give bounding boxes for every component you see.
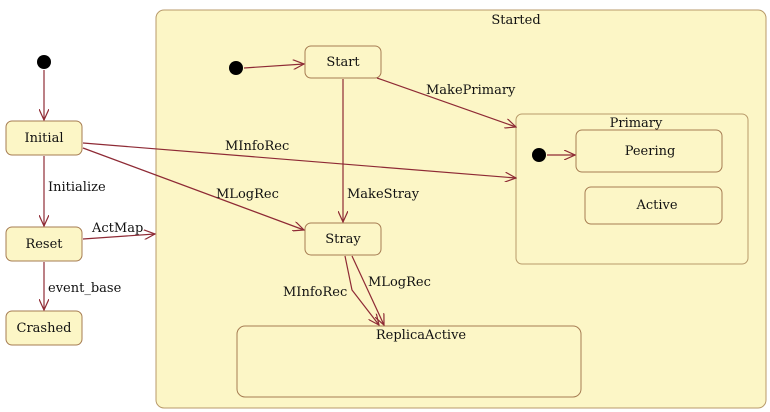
edge-initial-to-stray (82, 147, 304, 230)
state-crashed: Crashed (5, 310, 83, 346)
label-mlogrec-replica: MLogRec (368, 275, 431, 290)
state-active-label: Active (635, 198, 677, 213)
edge-initial-to-primary (82, 142, 516, 178)
label-minforec-primary: MInfoRec (225, 139, 289, 154)
label-initialize: Initialize (48, 180, 106, 195)
initial-pseudostate-primary (532, 148, 546, 162)
state-peering-label: Peering (625, 144, 676, 159)
state-reset: Reset (5, 226, 83, 262)
state-reset-label: Reset (25, 237, 63, 252)
edge-reset-to-started (82, 234, 155, 239)
initial-pseudostate-top (37, 55, 51, 69)
state-replica-active-label: ReplicaActive (376, 328, 467, 343)
state-stray: Stray (304, 222, 382, 256)
edge-stray-to-replica-minforec (344, 255, 379, 325)
state-initial: Initial (5, 120, 83, 156)
state-replica-active: ReplicaActive (236, 325, 582, 398)
initial-pseudostate-started (229, 61, 243, 75)
state-started: Started (155, 9, 767, 409)
state-stray-label: Stray (325, 232, 361, 247)
state-initial-label: Initial (25, 131, 64, 146)
label-mlogrec-stray: MLogRec (216, 187, 279, 202)
edge-start-to-primary (376, 77, 516, 127)
edge-stray-to-replica-mlogrec (351, 255, 384, 325)
label-actmap: ActMap (91, 221, 143, 236)
edge-init-to-start (243, 64, 304, 68)
state-primary-label: Primary (610, 116, 663, 131)
label-event-base: event_base (48, 281, 122, 296)
state-peering: Peering (575, 129, 723, 173)
state-start-label: Start (326, 55, 360, 70)
state-started-label: Started (491, 13, 540, 28)
label-minforec-replica: MInfoRec (283, 285, 347, 300)
state-start: Start (304, 45, 382, 79)
state-active: Active (584, 186, 723, 225)
label-makestray: MakeStray (347, 187, 420, 202)
state-crashed-label: Crashed (17, 321, 72, 336)
label-makeprimary: MakePrimary (426, 83, 516, 98)
